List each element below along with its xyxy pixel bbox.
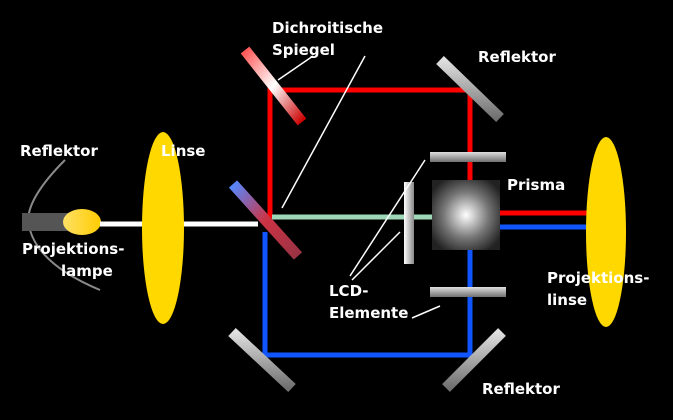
prism — [432, 180, 500, 250]
lamp-bulb — [63, 209, 101, 235]
lamp-socket — [22, 213, 70, 231]
dichroic-mirror-blue — [228, 180, 303, 260]
lcd-element-top — [430, 152, 506, 162]
projection-lens — [586, 137, 626, 327]
dichroic-mirror-red — [240, 46, 307, 126]
label-dichroic-line2: Spiegel — [272, 41, 335, 59]
label-reflector-top: Reflektor — [478, 48, 556, 66]
blue-light-path — [262, 224, 592, 358]
reflector-mirror-left — [228, 327, 296, 393]
label-reflector-left: Reflektor — [20, 142, 98, 160]
label-prism: Prisma — [507, 176, 565, 194]
label-projection-lens-line1: Projektions- — [547, 269, 649, 287]
leader-lcd-middle — [351, 231, 401, 281]
leader-dichroic-bottom — [281, 55, 366, 209]
reflector-mirror-bottom — [442, 328, 506, 392]
label-lcd-line2: Elemente — [329, 304, 408, 322]
lcd-element-middle — [404, 182, 414, 264]
label-lamp-line1: Projektions- — [22, 240, 124, 258]
lcd-element-bottom — [430, 287, 506, 297]
label-reflector-bottom: Reflektor — [482, 380, 560, 398]
label-lcd-line1: LCD- — [329, 282, 369, 300]
label-lamp-line2: lampe — [61, 262, 113, 280]
condenser-lens — [142, 132, 184, 324]
label-lens: Linse — [161, 142, 205, 160]
label-projection-lens-line2: linse — [547, 291, 587, 309]
leader-dichroic-top — [277, 55, 314, 81]
leader-lcd-bottom — [411, 305, 441, 319]
leader-lcd-top — [349, 159, 426, 277]
reflector-mirror-top — [436, 56, 504, 122]
label-dichroic-line1: Dichroitische — [272, 19, 383, 37]
